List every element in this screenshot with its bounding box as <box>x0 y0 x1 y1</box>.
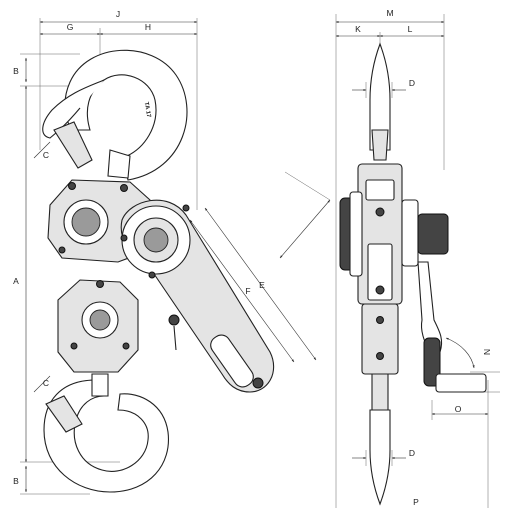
side-body <box>339 163 449 305</box>
dim-label-N: N <box>482 349 492 355</box>
lower-frame <box>57 279 139 373</box>
lever-handle <box>120 199 275 393</box>
dim-label-A: A <box>13 276 19 286</box>
dimension-lines-side <box>335 20 489 460</box>
dim-label-F: F <box>245 286 250 296</box>
dim-label-B-top: B <box>13 66 19 76</box>
side-lower-body <box>361 303 399 375</box>
dim-label-B-bottom: B <box>13 476 19 486</box>
dim-label-O: O <box>455 404 462 414</box>
side-bottom-hook <box>369 373 391 506</box>
dim-label-G: G <box>67 22 74 32</box>
dim-label-H: H <box>145 22 151 32</box>
front-view: J G H B B A C C E F TA 17 <box>13 9 331 495</box>
dim-label-D-bottom: D <box>409 448 415 458</box>
dim-label-J: J <box>116 9 120 19</box>
dim-label-D-top: D <box>409 78 415 88</box>
dim-label-C-bottom: C <box>43 378 49 388</box>
side-handle <box>417 261 487 393</box>
side-top-hook <box>369 42 391 161</box>
pin <box>168 314 180 351</box>
dim-label-L: L <box>408 24 413 34</box>
bottom-hook <box>43 373 170 493</box>
top-hook <box>42 49 188 181</box>
dim-label-E: E <box>259 280 265 290</box>
dimension-lines-front <box>24 20 331 493</box>
dim-label-P: P <box>413 497 419 507</box>
dim-label-M: M <box>386 8 393 18</box>
model-label: TA 17 <box>143 102 152 119</box>
dim-label-C-top: C <box>43 150 49 160</box>
side-view: M K L D D O N P <box>335 8 500 508</box>
dim-label-K: K <box>355 24 361 34</box>
